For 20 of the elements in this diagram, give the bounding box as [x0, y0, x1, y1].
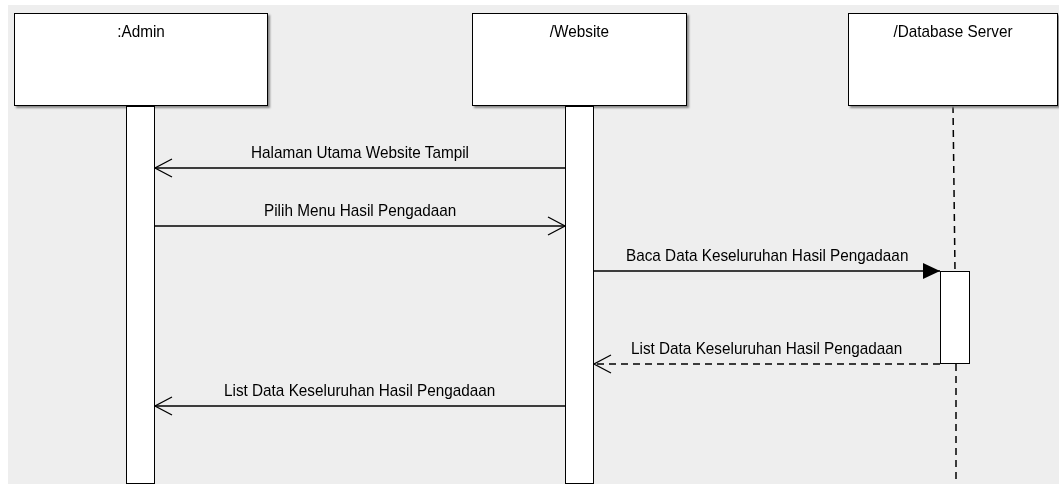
- message-label: Halaman Utama Website Tampil: [251, 144, 469, 162]
- lifeline: [952, 105, 956, 272]
- message-label: Baca Data Keseluruhan Hasil Pengadaan: [625, 247, 909, 265]
- message-arrow: [154, 158, 566, 178]
- message-arrow: [593, 263, 941, 279]
- message-label: List Data Keseluruhan Hasil Pengadaan: [631, 340, 903, 358]
- return-message-arrow: [593, 354, 941, 374]
- lifeline-header: [14, 13, 268, 106]
- lifeline-name: /Website: [548, 22, 611, 42]
- lifeline-name: /Database Server: [892, 22, 1014, 42]
- lifeline-header: [472, 13, 687, 106]
- message-arrow: [154, 396, 566, 416]
- message-label: List Data Keseluruhan Hasil Pengadaan: [224, 382, 496, 400]
- lifeline-header: [848, 13, 1058, 106]
- lifeline-name: :Admin: [116, 22, 166, 42]
- message-label: Pilih Menu Hasil Pengadaan: [263, 202, 457, 220]
- activation-bar: [126, 106, 155, 484]
- activation-bar: [565, 106, 594, 484]
- message-arrow: [154, 216, 566, 236]
- activation-bar: [940, 271, 970, 364]
